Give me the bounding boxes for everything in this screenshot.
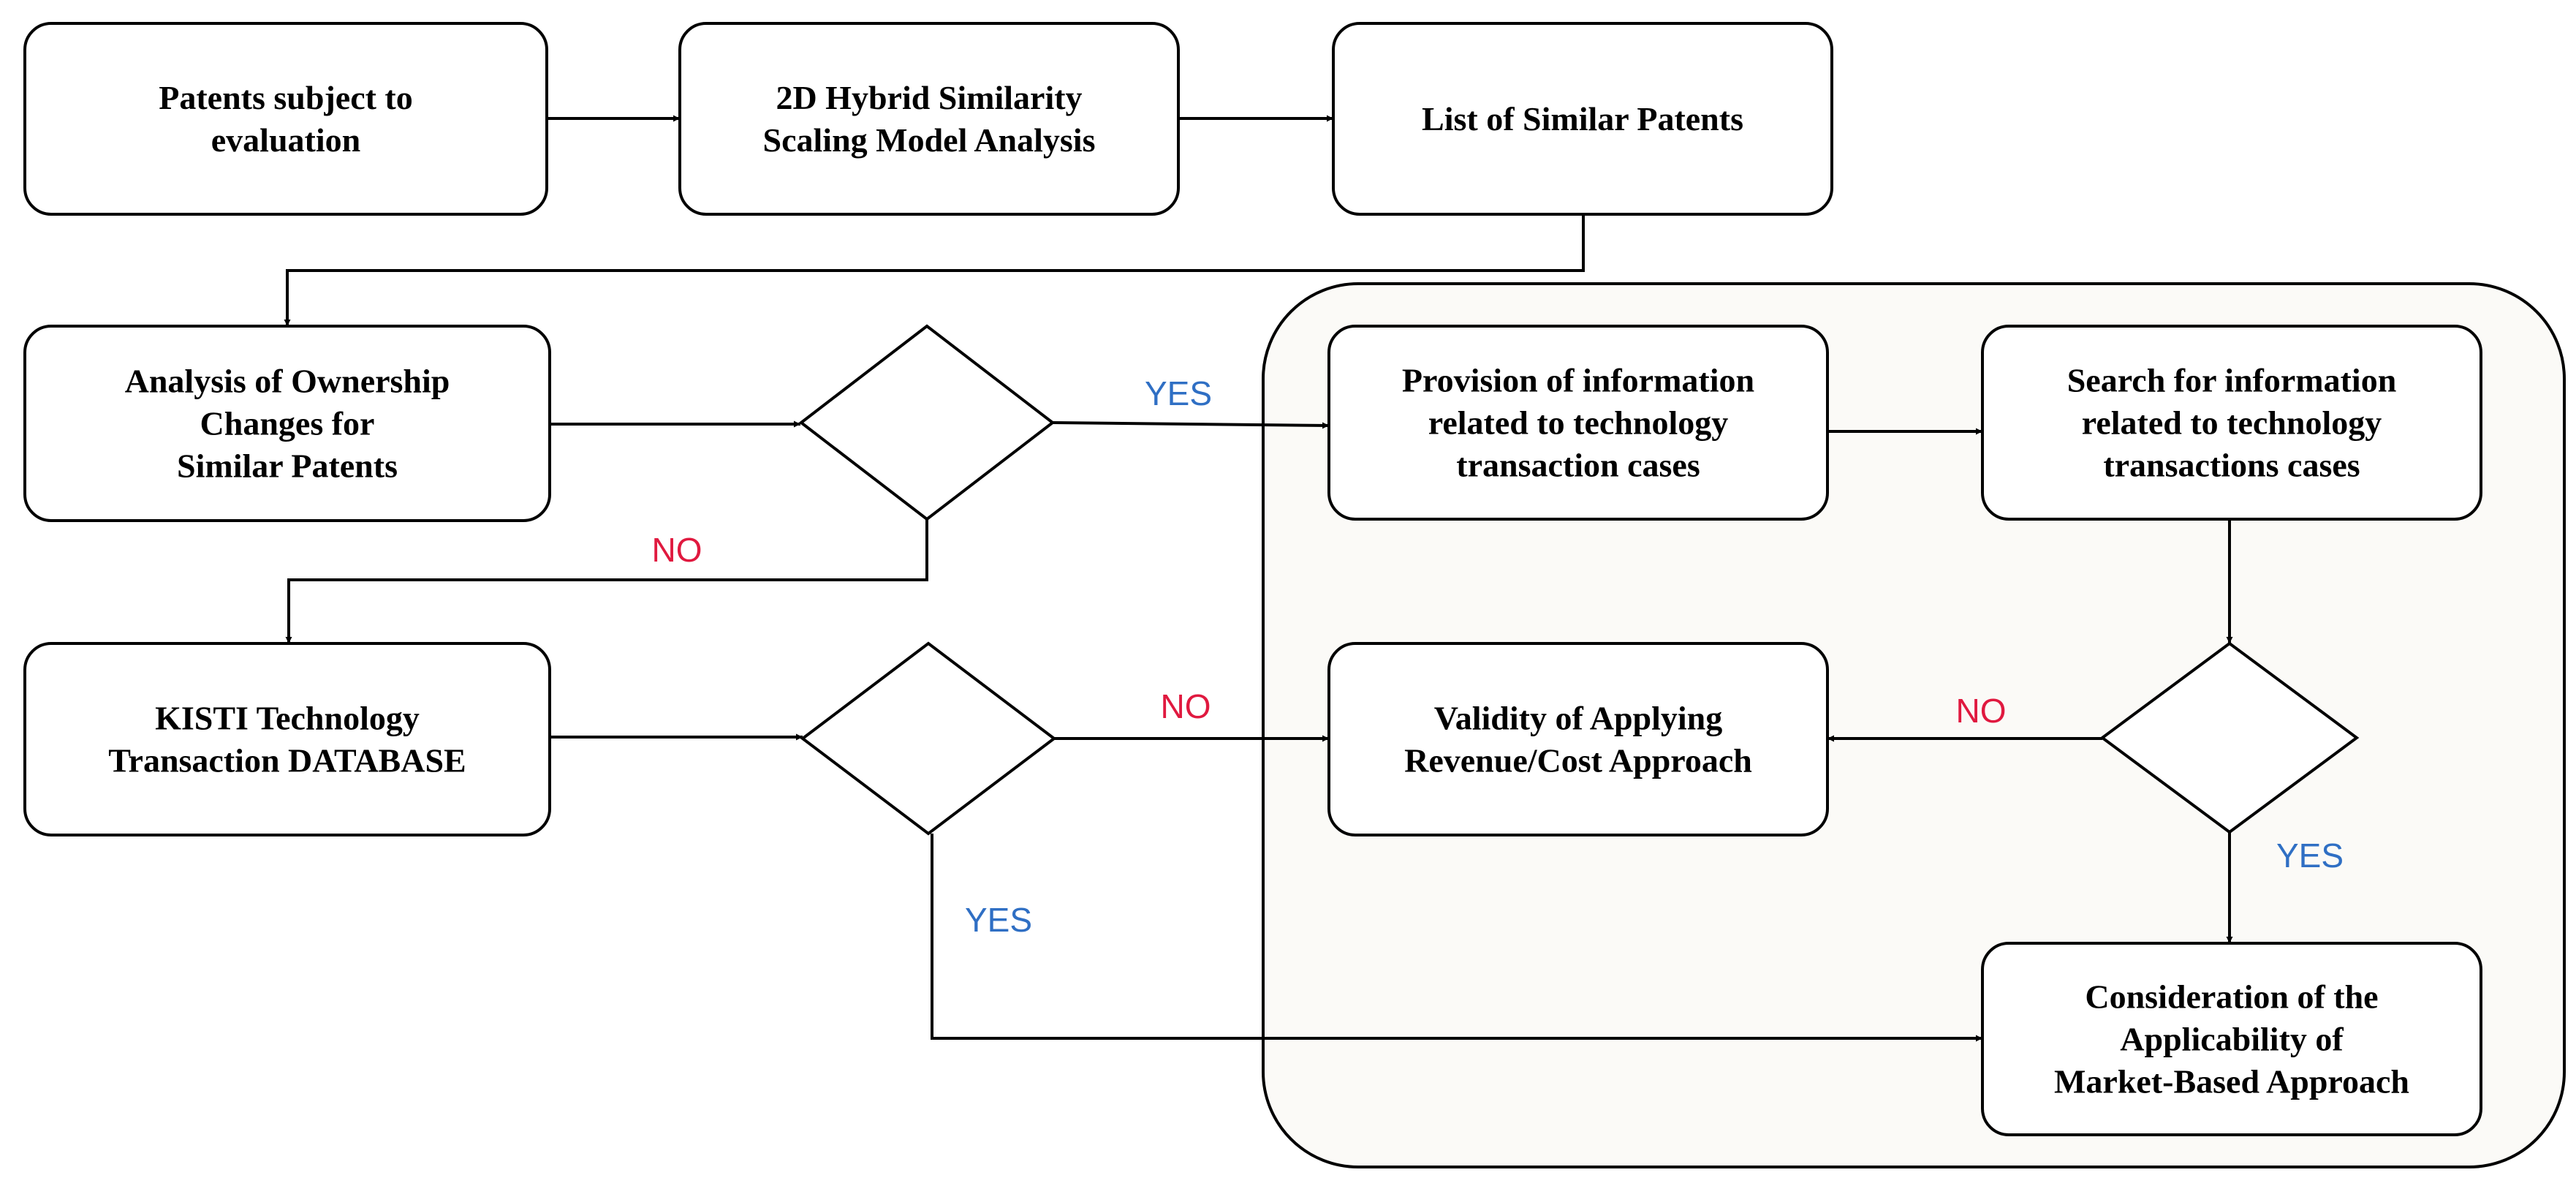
box-label-line: KISTI Technology	[155, 700, 420, 737]
box-label-line: Provision of information	[1402, 362, 1754, 399]
process-boxes: Patents subject to evaluation 2D Hybrid Si…	[23, 22, 2482, 1136]
box-provision: Provision of information related to techn…	[1327, 325, 1829, 521]
label-yes-search: YES	[2276, 836, 2344, 875]
box-label-line: transactions cases	[2103, 447, 2360, 484]
edge-decision-to-kisti	[285, 519, 928, 643]
process-box	[1981, 325, 2482, 521]
label-yes-kisti: YES	[965, 901, 1032, 939]
box-similar-list: List of Similar Patents	[1332, 22, 1833, 216]
box-search: Search for information related to technol…	[1981, 325, 2482, 521]
process-box	[1332, 22, 1833, 216]
process-box	[1327, 642, 1829, 836]
box-label-line: Consideration of the	[2085, 978, 2378, 1016]
box-label-line: transaction cases	[1456, 447, 1700, 484]
box-label-line: Analysis of Ownership	[125, 363, 450, 400]
box-label-line: Validity of Applying	[1434, 700, 1723, 737]
box-label-line: related to technology	[2082, 404, 2382, 442]
decision-diamonds	[798, 324, 2360, 836]
edge-kisti-decision-to-market	[931, 834, 1982, 1042]
box-label-line: Scaling Model Analysis	[763, 121, 1096, 159]
box-label-line: evaluation	[211, 121, 360, 159]
box-label-line: List of Similar Patents	[1422, 100, 1743, 137]
connectors	[284, 115, 2233, 1042]
box-label-line: Patents subject to	[159, 79, 413, 116]
box-label-line: Revenue/Cost Approach	[1404, 742, 1752, 779]
label-no-ownership: NO	[652, 531, 702, 569]
process-box	[23, 642, 551, 836]
edge-list-to-ownership	[284, 214, 1585, 326]
box-label-line: Search for information	[2067, 362, 2397, 399]
decision-kisti-diamond	[800, 641, 1057, 836]
box-label-line: 2D Hybrid Similarity	[776, 79, 1082, 116]
decision-ownership-diamond	[798, 324, 1056, 521]
process-box	[23, 325, 551, 522]
label-no-search: NO	[1956, 692, 2007, 730]
label-no-kisti: NO	[1161, 687, 1211, 725]
box-patents-subject: Patents subject to evaluation	[23, 22, 548, 216]
box-label-line: Market-Based Approach	[2054, 1063, 2409, 1100]
box-label-line: related to technology	[1428, 404, 1729, 442]
label-yes-ownership: YES	[1145, 374, 1212, 412]
box-label-line: Applicability of	[2120, 1021, 2344, 1058]
box-label-line: Similar Patents	[177, 447, 398, 485]
decision-search-diamond	[2099, 641, 2360, 834]
process-box	[1981, 942, 2482, 1136]
edge-decision-to-provision	[1052, 421, 1330, 429]
box-label-line: Changes for	[200, 405, 375, 442]
process-box	[678, 22, 1180, 216]
process-box	[1327, 325, 1829, 521]
box-label-line: Transaction DATABASE	[108, 742, 466, 779]
process-box	[23, 22, 548, 216]
